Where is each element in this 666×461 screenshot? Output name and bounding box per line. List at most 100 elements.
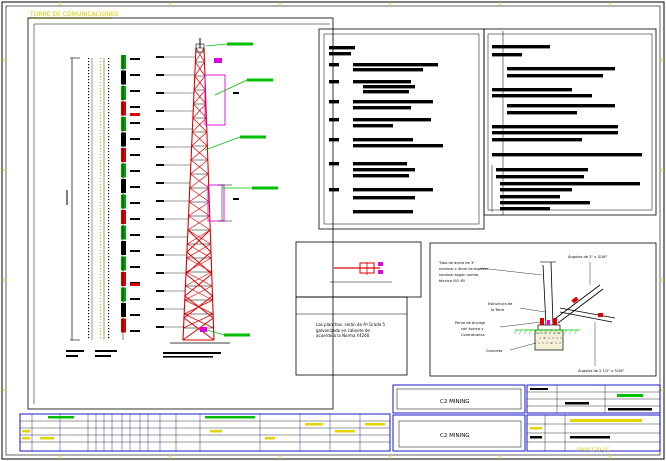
callout-label [224, 333, 250, 337]
dim-dot [108, 112, 110, 114]
dim-dot [88, 103, 90, 105]
dim-dot [108, 115, 110, 117]
dim-dot [108, 76, 110, 78]
concrete-aggregate [543, 337, 545, 339]
segment-marker [121, 303, 126, 317]
spec-text-line [500, 188, 572, 192]
spec-text-line [353, 210, 413, 214]
anchor-detail-box [429, 242, 657, 377]
dim-dot [108, 193, 110, 195]
dim-dot [88, 316, 90, 318]
dim-dot [88, 295, 90, 297]
dim-dot [100, 193, 102, 195]
dim-dot [108, 220, 110, 222]
concrete-aggregate [559, 342, 561, 344]
dim-dot [100, 229, 102, 231]
tower-brace-heavy [185, 251, 212, 275]
tb-text [530, 436, 542, 439]
revision-table [19, 413, 391, 452]
concrete-aggregate [541, 332, 543, 334]
anchor-bolt [553, 318, 557, 325]
dim-dot [88, 112, 90, 114]
antenna-bracket [207, 184, 225, 222]
spec-text-line [329, 52, 351, 56]
dim-dot [108, 328, 110, 330]
tower-brace [187, 215, 210, 231]
dim-dot [108, 145, 110, 147]
dim-dot [88, 151, 90, 153]
mast-box [195, 43, 205, 53]
spec-panel-left-inner [323, 33, 480, 225]
dim-dot [108, 229, 110, 231]
dim-dot [88, 232, 90, 234]
spec-text-line [507, 74, 603, 78]
dim-dot [88, 100, 90, 102]
dim-dot [108, 94, 110, 96]
dim-dot [88, 226, 90, 228]
concrete-aggregate [546, 342, 548, 344]
dim-dot [88, 187, 90, 189]
ground-hatch [533, 329, 538, 335]
dim-dot [100, 175, 102, 177]
spec-text-line [492, 138, 582, 142]
dim-dot [88, 328, 90, 330]
note-leader [509, 342, 537, 351]
dim-dot [100, 289, 102, 291]
tower-brace-heavy [186, 229, 211, 253]
tower-brace [195, 61, 206, 77]
bracket-detail-box [295, 241, 422, 298]
tower-leg-right [203, 47, 215, 341]
dim-dot [100, 283, 102, 285]
title-block-lower-grid [527, 415, 660, 451]
dim-dot [88, 163, 90, 165]
dim-dot [88, 154, 90, 156]
tb-text [608, 408, 652, 411]
pipe-edge [550, 261, 554, 326]
dim-dot [108, 253, 110, 255]
tower-structure-2: la Torre [491, 308, 505, 312]
dim-dot [108, 280, 110, 282]
dim-dot [108, 181, 110, 183]
dim-dot [88, 133, 90, 135]
dim-tick [130, 106, 140, 108]
dim-dot [88, 136, 90, 138]
note-leader [479, 267, 543, 276]
dim-dot [108, 88, 110, 90]
title-block-lower [392, 414, 526, 452]
dim-dot [88, 304, 90, 306]
dim-dot [100, 91, 102, 93]
dim-dot [100, 313, 102, 315]
concrete-aggregate [538, 342, 540, 344]
dim-dot [108, 97, 110, 99]
level-tick [156, 182, 164, 184]
dim-dot [100, 88, 102, 90]
legend-mark [66, 350, 84, 352]
dim-dot [88, 79, 90, 81]
dim-dot [100, 223, 102, 225]
concrete-label: Concreto [486, 349, 502, 353]
dim-dot [100, 184, 102, 186]
tower-brace [189, 173, 209, 189]
dim-dot [108, 157, 110, 159]
dim-dot [88, 325, 90, 327]
top-plate-mark [214, 58, 222, 63]
rev-cell [305, 423, 323, 426]
dim-dot [88, 142, 90, 144]
concrete-aggregate [555, 342, 557, 344]
spec-text-line [329, 162, 339, 166]
tower-brace [192, 131, 208, 147]
tower-brace [194, 61, 205, 77]
dim-dot [88, 208, 90, 210]
dim-dot [100, 295, 102, 297]
dim-dot [108, 148, 110, 150]
dim-dot [88, 130, 90, 132]
dim-dot [88, 205, 90, 207]
dim-tick [130, 218, 140, 220]
dim-dot [108, 133, 110, 135]
spec-text-line [329, 46, 355, 50]
dim-dot [88, 139, 90, 141]
dim-dot [108, 304, 110, 306]
dim-dot [100, 334, 102, 336]
tower-brace [192, 117, 208, 133]
